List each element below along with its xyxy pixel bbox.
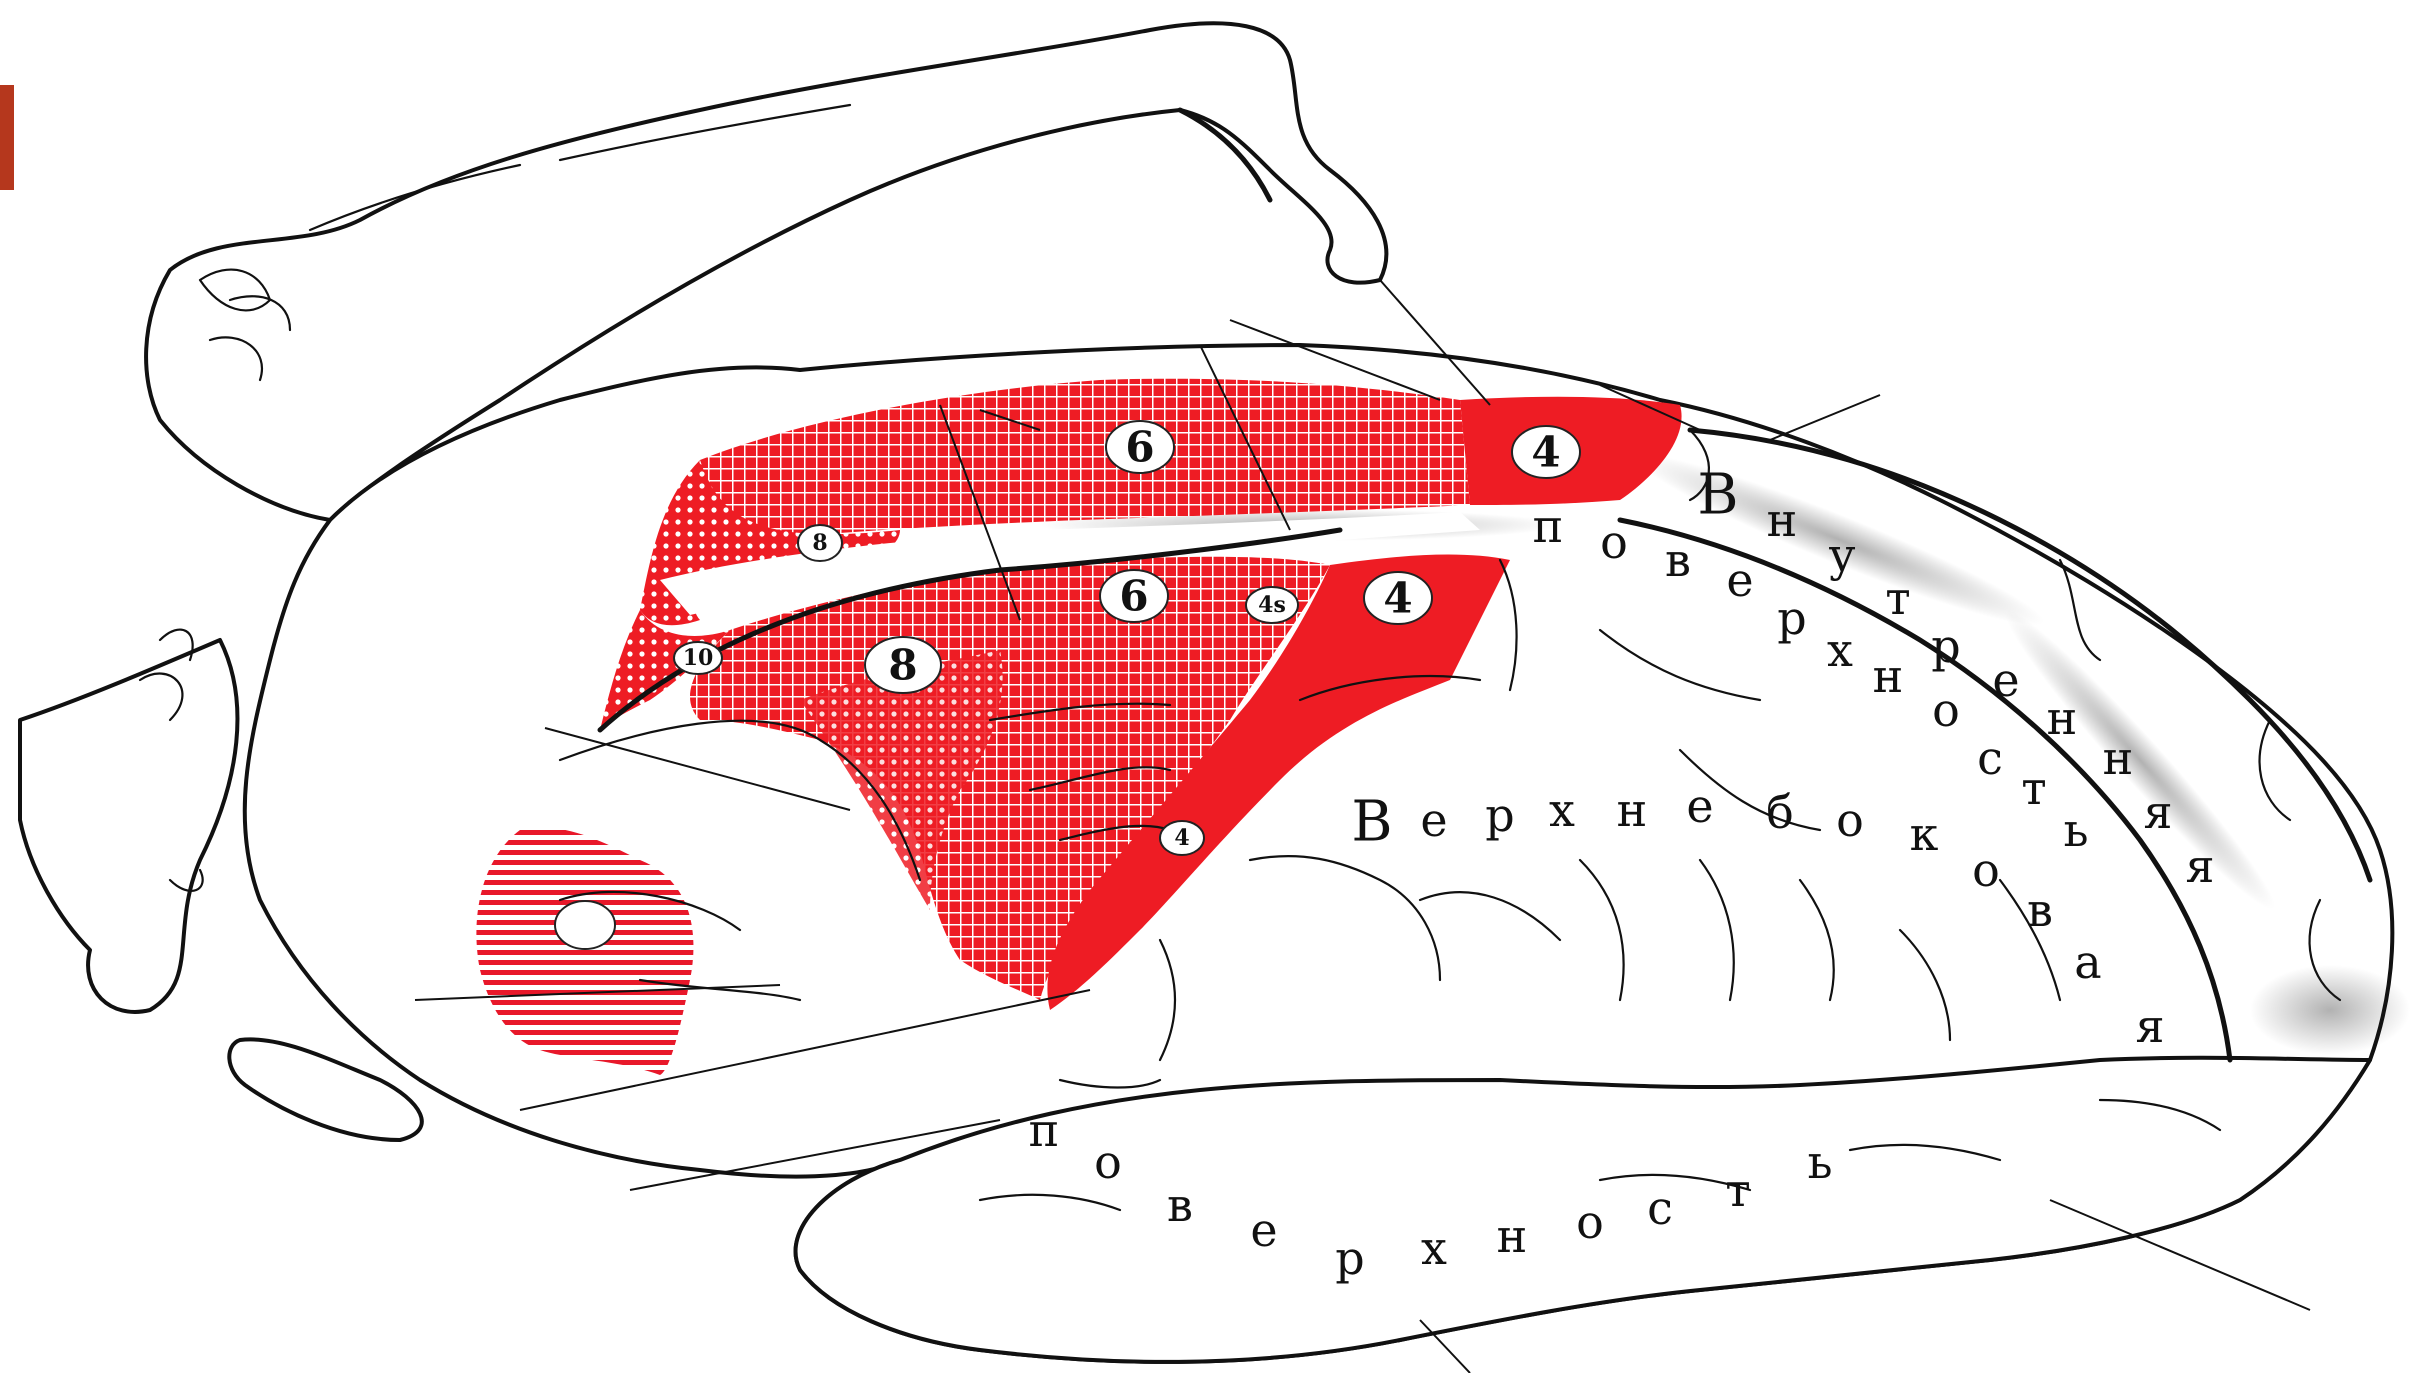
surface-letter: х — [1827, 623, 1853, 677]
surface-letter: к — [1910, 807, 1939, 861]
surface-letter: е — [1250, 1203, 1277, 1257]
svg-text:8: 8 — [812, 530, 827, 556]
surface-letter: о — [1932, 683, 1960, 737]
surface-letter: у — [1828, 528, 1855, 582]
surface-letter: х — [1549, 783, 1575, 837]
label-area-10: 10 — [674, 642, 722, 674]
surface-letter: с — [1977, 731, 2003, 785]
surface-letter: о — [1600, 515, 1628, 569]
svg-text:4: 4 — [1174, 825, 1189, 851]
surface-letter: п — [1029, 1103, 1060, 1157]
surface-letter: е — [1992, 653, 2019, 707]
svg-text:8: 8 — [888, 641, 917, 690]
label-area-8-large: 8 — [865, 637, 941, 693]
surface-letter: т — [1885, 571, 1910, 625]
surface-letter: в — [1665, 533, 1691, 587]
surface-letter: а — [2074, 935, 2101, 989]
surface-letter: п — [1533, 499, 1564, 553]
surface-letter: н — [2103, 731, 2134, 785]
surface-letter: р — [1931, 619, 1960, 673]
svg-text:6: 6 — [1125, 423, 1154, 472]
surface-letter: я — [2135, 999, 2164, 1053]
surface-letter: р — [1335, 1231, 1364, 1285]
surface-letter: х — [1421, 1221, 1447, 1275]
surface-letter: р — [1777, 591, 1806, 645]
surface-letter: б — [1766, 785, 1794, 839]
surface-letter: е — [1726, 553, 1753, 607]
label-lower-6: 6 — [1100, 570, 1168, 622]
surface-letter: я — [2143, 785, 2172, 839]
label-upper-8: 8 — [798, 525, 842, 561]
svg-text:4: 4 — [1531, 428, 1560, 477]
surface-letter: о — [1972, 843, 2000, 897]
surface-letter: я — [2185, 839, 2214, 893]
surface-letter: в — [1167, 1178, 1193, 1232]
surface-letter: е — [1420, 793, 1447, 847]
label-upper-6: 6 — [1106, 421, 1174, 473]
surface-letter: В — [1351, 790, 1392, 855]
surface-letter: о — [1836, 793, 1864, 847]
surface-letter: н — [1767, 493, 1798, 547]
svg-text:6: 6 — [1119, 572, 1148, 621]
surface-letter: ь — [1807, 1135, 1832, 1189]
svg-text:10: 10 — [683, 645, 714, 671]
label-lower-4-small: 4 — [1160, 821, 1204, 855]
surface-letter: т — [1725, 1163, 1750, 1217]
surface-letter: в — [2027, 883, 2053, 937]
surface-letter: В — [1697, 463, 1738, 528]
surface-letter: о — [1576, 1195, 1604, 1249]
surface-letter: н — [1617, 783, 1648, 837]
label-area-4s: 4s — [1246, 587, 1298, 623]
surface-letter: н — [1497, 1209, 1528, 1263]
surface-letter: т — [2021, 761, 2046, 815]
label-ring-circle — [555, 901, 615, 949]
svg-text:4: 4 — [1383, 574, 1412, 623]
svg-text:4s: 4s — [1258, 592, 1286, 618]
surface-letter: е — [1686, 779, 1713, 833]
surface-letter: о — [1094, 1135, 1122, 1189]
corner-accent-bar — [0, 85, 14, 190]
label-lower-4: 4 — [1364, 572, 1432, 624]
surface-letter: ь — [2063, 803, 2088, 857]
surface-letter: н — [2047, 691, 2078, 745]
surface-letter: р — [1485, 788, 1514, 842]
surface-letter: с — [1647, 1181, 1673, 1235]
surface-letter: н — [1873, 649, 1904, 703]
label-upper-4: 4 — [1512, 426, 1580, 478]
